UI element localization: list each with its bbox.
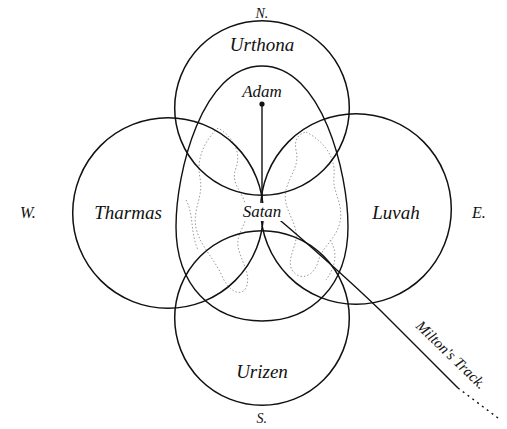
zoa-circle: Luvah <box>260 113 452 305</box>
label-holder: W. <box>20 204 36 222</box>
zoa-name: Urizen <box>236 362 288 383</box>
zoa-circle: Urthona <box>174 20 350 196</box>
zoa-name: Luvah <box>372 203 420 224</box>
label-holder: E. <box>472 204 486 222</box>
text-holder: Urizen <box>236 362 288 383</box>
compass-point: E. <box>472 204 486 222</box>
label-holder: N. <box>256 4 269 19</box>
text-holder: Adam <box>242 83 282 102</box>
miltons-track-line <box>262 205 498 418</box>
zoa-name: Urthona <box>230 35 294 56</box>
zoa-name: Satan <box>240 203 285 222</box>
zoa-circle: Tharmas <box>72 117 264 309</box>
label-holder: S. <box>257 409 268 424</box>
text-holder: Urthona <box>230 35 294 56</box>
text-holder: Tharmas <box>94 203 162 224</box>
world-map <box>186 128 341 292</box>
compass-point: W. <box>20 204 36 222</box>
zoa-name: Tharmas <box>94 203 162 224</box>
text-holder: Satan <box>240 203 285 222</box>
text-holder: Luvah <box>372 203 420 224</box>
zoa-name: Adam <box>242 83 282 102</box>
compass-point: S. <box>257 411 268 426</box>
zoa-circle: Urizen <box>174 230 350 406</box>
node-outline <box>260 113 452 305</box>
compass-point: N. <box>256 6 269 21</box>
